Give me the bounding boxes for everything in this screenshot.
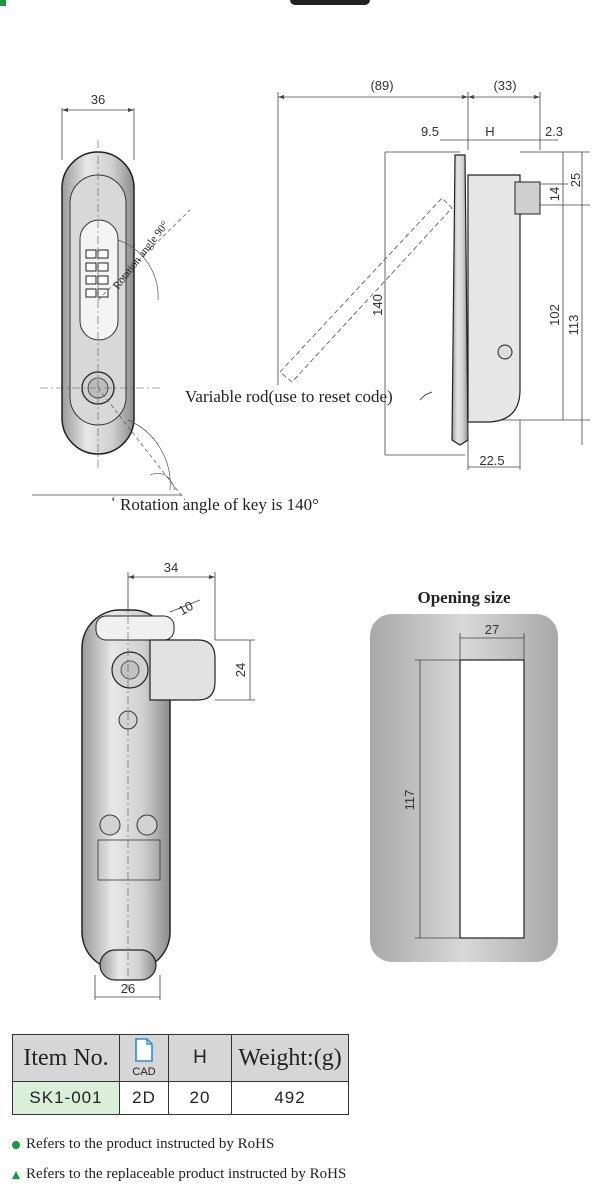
note-replaceable: Refers to the replaceable product instru… [12, 1166, 346, 1183]
combination-dials [85, 249, 109, 298]
note-rohs: Refers to the product instructed by RoHS [12, 1136, 274, 1153]
title-fragment [290, 0, 370, 5]
side-view: (89) (33) 9.5 H 2.3 25 14 102 113 140 22… [277, 78, 590, 470]
technical-drawing: 36 Rotation angle 90° (89) (33) [32, 78, 590, 1000]
dim-back-width: 34 [164, 560, 178, 575]
col-weight: Weight:(g) [231, 1034, 349, 1082]
variable-rod-label: Variable rod(use to reset code) [185, 387, 393, 406]
cell-weight: 492 [231, 1081, 349, 1115]
dim-back-24: 24 [233, 663, 248, 677]
dim-side-right: (33) [493, 78, 516, 93]
dim-102: 102 [547, 304, 562, 326]
dim-front-width: 36 [91, 92, 105, 107]
dim-2-3: 2.3 [545, 124, 563, 139]
cad-file-icon [135, 1038, 153, 1062]
dim-open-height: 117 [402, 790, 417, 811]
col-h: H [168, 1034, 232, 1082]
dim-140: 140 [370, 294, 385, 316]
dim-14: 14 [547, 187, 562, 201]
opening-size-diagram: 27 117 [370, 614, 558, 962]
dim-9-5: 9.5 [421, 124, 439, 139]
dim-back-26: 26 [121, 981, 135, 996]
front-view: 36 Rotation angle 90° [32, 92, 191, 501]
col-item-no: Item No. [12, 1034, 120, 1082]
cell-item-no: SK1-001 [12, 1081, 120, 1115]
dim-25: 25 [568, 173, 583, 187]
opening-size-title: Opening size [417, 588, 510, 607]
key-rotation-label: Rotation angle of key is 140° [120, 495, 319, 514]
green-dot-icon [12, 1140, 20, 1149]
spec-table: Item No. CAD H Weight:(g) SK1-001 2D 20 … [12, 1034, 349, 1115]
dim-22-5: 22.5 [479, 453, 504, 468]
dim-open-width: 27 [485, 622, 499, 637]
table-row: SK1-001 2D 20 492 [12, 1081, 349, 1115]
back-view: 34 10 24 26 [81, 560, 255, 1000]
svg-text:‘: ‘ [111, 495, 116, 510]
dim-h: H [485, 124, 494, 139]
green-triangle-icon [12, 1170, 20, 1179]
col-cad: CAD [119, 1034, 169, 1082]
dim-side-total: (89) [370, 78, 393, 93]
cell-cad[interactable]: 2D [119, 1081, 169, 1115]
dim-113: 113 [566, 315, 581, 336]
accent-corner [0, 0, 6, 6]
cell-h: 20 [168, 1081, 232, 1115]
table-header-row: Item No. CAD H Weight:(g) [12, 1034, 349, 1082]
dim-back-10: 10 [176, 598, 196, 618]
